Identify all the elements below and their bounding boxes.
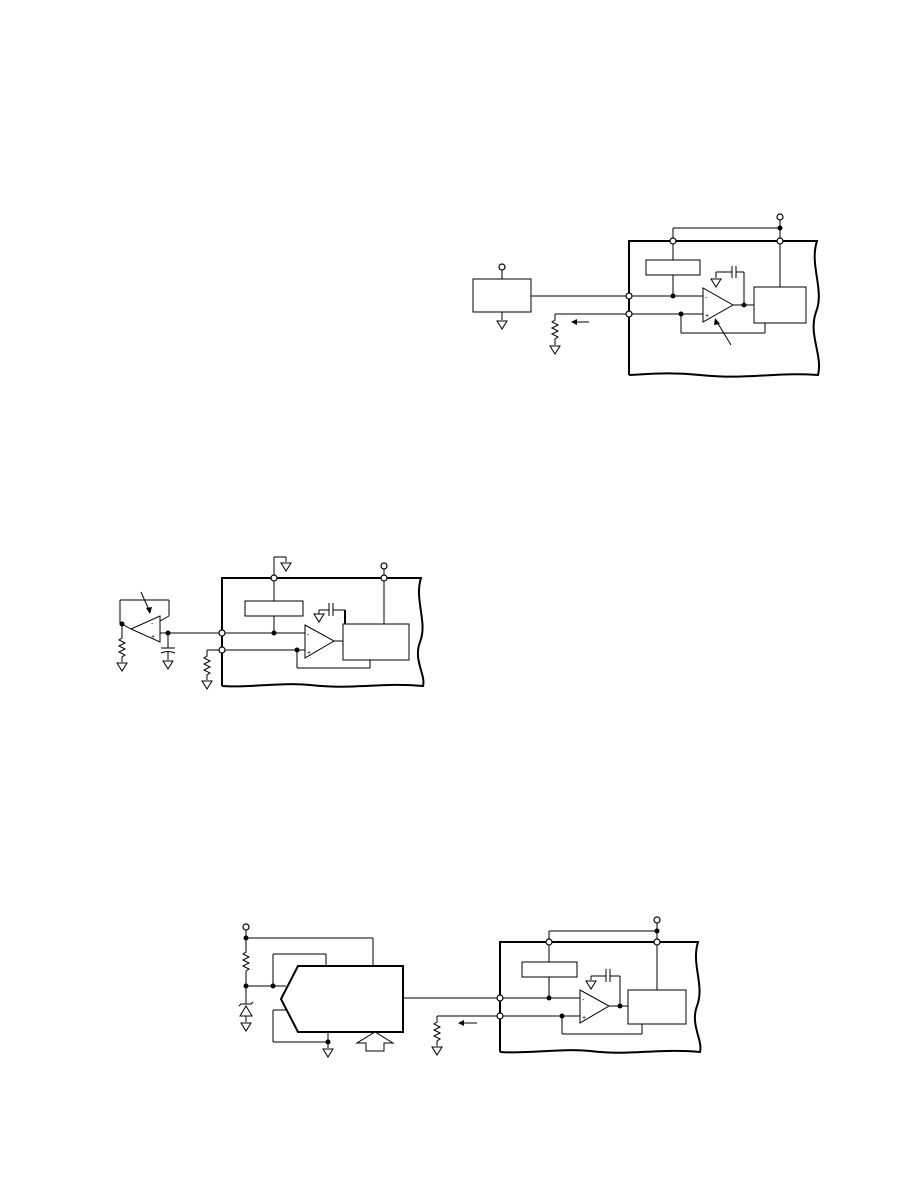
reference-block — [244, 600, 304, 617]
external-device-block — [472, 278, 532, 313]
figure-2: - + - + — [116, 556, 425, 690]
output-stage-block — [342, 623, 410, 661]
resistor — [550, 314, 560, 345]
svg-text:-: - — [705, 295, 708, 302]
reference-block — [521, 961, 578, 978]
op-amp — [579, 989, 611, 1024]
figure-3: - + — [238, 916, 702, 1058]
svg-text:-: - — [582, 997, 585, 1004]
figure-1: - + — [472, 213, 820, 378]
op-amp — [304, 624, 336, 659]
digital-input-arrow — [355, 1031, 395, 1052]
op-amp — [702, 287, 735, 323]
zener-diode — [239, 1005, 253, 1017]
output-stage-block — [753, 286, 807, 324]
ic-outline — [221, 577, 425, 688]
svg-text:+: + — [307, 650, 311, 657]
resistor — [432, 1016, 442, 1046]
resistor — [202, 650, 212, 680]
svg-text:-: - — [307, 632, 310, 639]
svg-text:+: + — [582, 1015, 586, 1022]
supply-terminal — [776, 213, 784, 221]
svg-text:+: + — [705, 313, 709, 320]
resistor — [241, 940, 251, 986]
svg-text:-: - — [151, 621, 154, 628]
ic-outline — [499, 941, 702, 1054]
converter-block — [279, 965, 404, 1033]
ic-outline — [628, 240, 820, 378]
buffer-op-amp — [129, 615, 161, 643]
svg-text:+: + — [151, 634, 155, 641]
ground-symbol — [710, 278, 722, 288]
output-stage-block — [627, 989, 687, 1025]
reference-block — [645, 259, 701, 276]
